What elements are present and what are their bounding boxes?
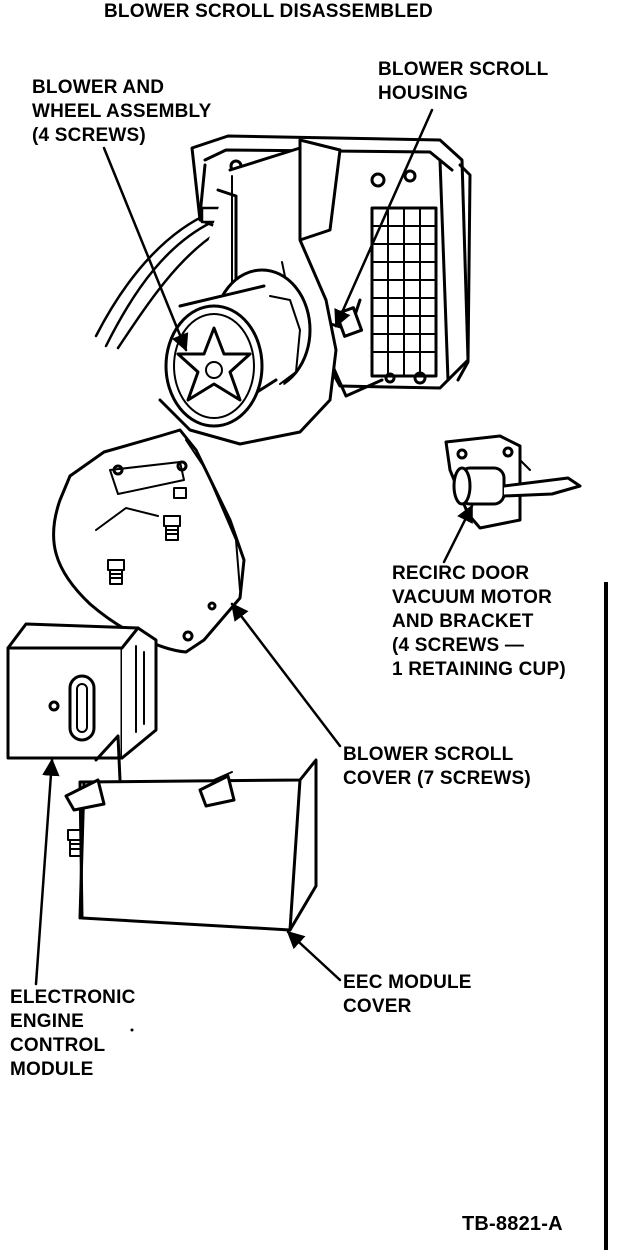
screw-icon [173, 487, 187, 499]
eec-cover-label-line-2: COVER [343, 996, 412, 1017]
recirc-motor-label-line-1: RECIRC DOOR [392, 563, 530, 584]
leader-arrows [34, 108, 474, 986]
eec-cover-label-line-1: EEC MODULE [343, 972, 472, 993]
diagram-title: BLOWER SCROLL DISASSEMBLED [104, 1, 433, 22]
blower-wheel-label-line-3: (4 SCREWS) [32, 125, 146, 146]
blower-wheel-assembly [164, 268, 312, 428]
arrow-scroll-cover [230, 602, 342, 748]
blower-scroll-cover [52, 428, 246, 654]
scroll-cover-label-line-2: COVER (7 SCREWS) [343, 768, 531, 789]
arrow-recirc-motor [442, 504, 474, 564]
eec-module-label-line-1: ELECTRONIC [10, 987, 136, 1008]
recirc-motor-label-line-4: (4 SCREWS — [392, 635, 525, 656]
eec-module-label-line-2: ENGINE [10, 1011, 85, 1032]
eec-module [6, 622, 158, 760]
scroll-housing-label: BLOWER SCROLL HOUSING [378, 58, 548, 106]
eec-module-label-line-3: CONTROL [10, 1035, 106, 1056]
recirc-motor-label-line-2: VACUUM MOTOR [392, 587, 553, 608]
screw-icon [107, 559, 125, 585]
eec-cover-label: EEC MODULE COVER [343, 971, 472, 1019]
page-edge-rule [604, 582, 608, 1250]
eec-module-label: ELECTRONIC ENGINE CONTROL MODULE [10, 986, 136, 1082]
eec-module-cover [64, 734, 318, 932]
scroll-housing-label-line-2: HOUSING [378, 83, 469, 104]
screw-icon [163, 515, 181, 541]
arrow-eec-cover [286, 930, 342, 982]
arrow-scroll-housing [334, 108, 434, 328]
recirc-motor-label-line-5: 1 RETAINING CUP) [392, 659, 566, 680]
speck-dot [130, 1028, 134, 1032]
blower-wheel-label-line-1: BLOWER AND [32, 77, 165, 98]
scroll-cover-label: BLOWER SCROLL COVER (7 SCREWS) [343, 743, 531, 791]
recirc-vacuum-motor [444, 434, 582, 530]
scroll-cover-label-line-1: BLOWER SCROLL [343, 744, 514, 765]
recirc-motor-label: RECIRC DOOR VACUUM MOTOR AND BRACKET (4 … [392, 562, 566, 682]
figure-reference: TB-8821-A [462, 1213, 563, 1235]
housing-grille [370, 206, 438, 378]
blower-wheel-label: BLOWER AND WHEEL ASSEMBLY (4 SCREWS) [32, 76, 211, 148]
arrow-blower-wheel [102, 146, 189, 352]
blower-wheel-label-line-2: WHEEL ASSEMBLY [32, 101, 212, 122]
eec-module-label-line-4: MODULE [10, 1059, 94, 1080]
recirc-motor-label-line-3: AND BRACKET [392, 611, 534, 632]
scroll-housing-label-line-1: BLOWER SCROLL [378, 59, 549, 80]
arrow-eec-module [34, 758, 60, 986]
